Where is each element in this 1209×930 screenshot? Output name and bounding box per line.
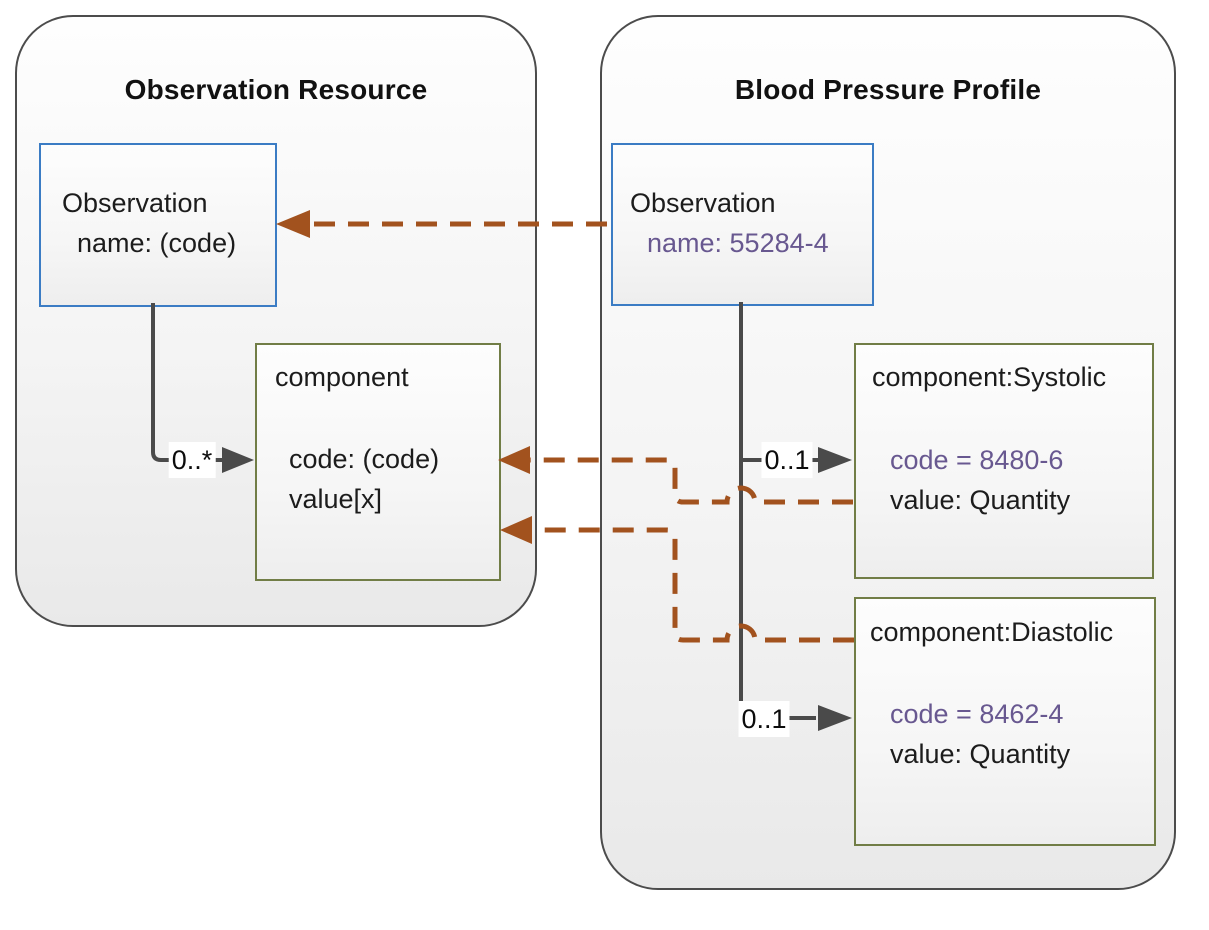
profile-systolic-title: component:Systolic bbox=[872, 362, 1107, 392]
profile-observation-box: Observation name: 55284-4 bbox=[611, 143, 874, 306]
resource-observation-name-attr: name: (code) bbox=[77, 228, 237, 258]
left-containment-line bbox=[151, 303, 222, 462]
resource-observation-box-text: Observation name: (code) bbox=[41, 183, 236, 263]
resource-observation-title: Observation bbox=[62, 188, 208, 218]
profile-observation-box-text: Observation name: 55284-4 bbox=[613, 183, 829, 263]
diastolic-mapping-arrowhead-icon bbox=[500, 516, 532, 544]
resource-component-code-attr: code: (code) bbox=[289, 444, 440, 474]
blood-pressure-profile-panel-title: Blood Pressure Profile bbox=[734, 74, 1042, 105]
systolic-containment-arrowhead-icon bbox=[818, 447, 852, 473]
profile-diastolic-code-attr: code = 8462-4 bbox=[890, 699, 1064, 729]
profile-diastolic-box: component:Diastolic code = 8462-4 value:… bbox=[854, 597, 1156, 846]
profile-diastolic-box-title-wrap: component:Diastolic bbox=[870, 612, 1113, 652]
resource-component-title: component bbox=[275, 362, 409, 392]
profile-systolic-value-attr: value: Quantity bbox=[890, 485, 1071, 515]
resource-observation-box: Observation name: (code) bbox=[39, 143, 277, 307]
systolic-mapping-dashed-line bbox=[530, 457, 853, 505]
resource-component-box: component code: (code) value[x] bbox=[255, 343, 501, 581]
resource-component-box-attrs: code: (code) value[x] bbox=[289, 439, 439, 519]
diastolic-mapping-dashed-line bbox=[532, 527, 854, 643]
cardinality-label-systolic: 0..1 bbox=[761, 442, 813, 478]
systolic-mapping-arrowhead-icon bbox=[498, 446, 530, 474]
profile-systolic-box-attrs: code = 8480-6 value: Quantity bbox=[890, 440, 1070, 520]
resource-component-value-attr: value[x] bbox=[289, 484, 383, 514]
profile-diastolic-value-attr: value: Quantity bbox=[890, 739, 1071, 769]
observation-mapping-arrowhead-icon bbox=[276, 210, 310, 238]
resource-component-box-title-wrap: component bbox=[275, 357, 409, 397]
profile-observation-title: Observation bbox=[630, 188, 776, 218]
diastolic-containment-arrowhead-icon bbox=[818, 705, 852, 731]
profile-observation-name-attr: name: 55284-4 bbox=[647, 228, 829, 258]
cardinality-label-component: 0..* bbox=[168, 442, 216, 478]
profile-diastolic-box-attrs: code = 8462-4 value: Quantity bbox=[890, 694, 1070, 774]
profile-diastolic-title: component:Diastolic bbox=[870, 617, 1114, 647]
left-containment-arrowhead-icon bbox=[222, 447, 254, 473]
profile-systolic-box-title-wrap: component:Systolic bbox=[872, 357, 1106, 397]
observation-resource-panel-title: Observation Resource bbox=[124, 74, 428, 105]
right-containment-line bbox=[739, 302, 816, 720]
profile-systolic-code-attr: code = 8480-6 bbox=[890, 445, 1064, 475]
profile-systolic-box: component:Systolic code = 8480-6 value: … bbox=[854, 343, 1154, 579]
cardinality-label-diastolic: 0..1 bbox=[738, 701, 790, 737]
